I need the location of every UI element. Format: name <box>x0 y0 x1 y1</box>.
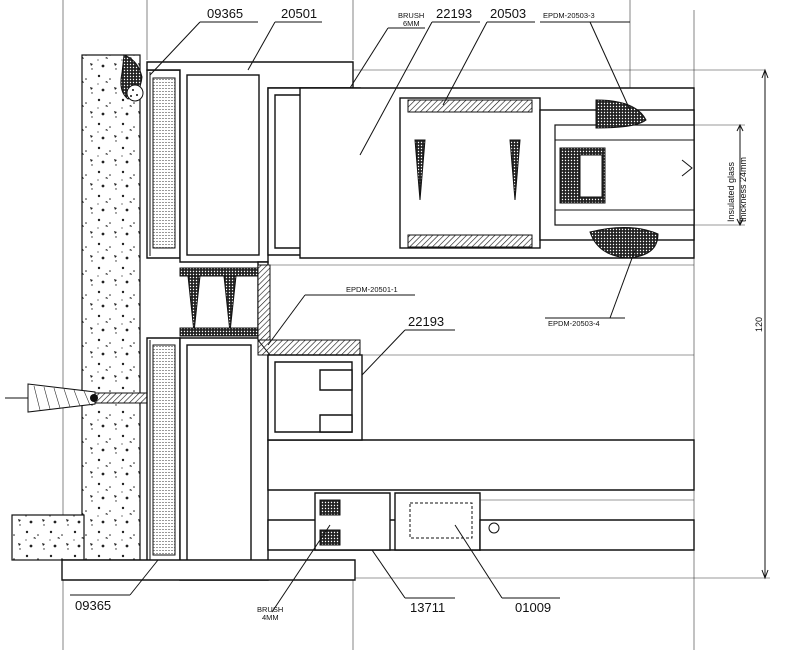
label-01009: 01009 <box>515 600 551 615</box>
label-brush-bottom-line1: BRUSH <box>257 605 283 614</box>
label-glass-line1: Insulated glass <box>726 161 736 222</box>
label-glass-line2: thickness 24mm <box>738 157 748 222</box>
label-09365-top: 09365 <box>207 6 243 21</box>
label-epdm-20503-4: EPDM-20503-4 <box>548 319 600 328</box>
label-22193-mid: 22193 <box>408 314 444 329</box>
glass-thickness-dimension <box>694 123 745 227</box>
label-brush-top-line2: 6MM <box>403 19 420 28</box>
insulated-glass-unit <box>554 124 695 226</box>
concrete-wall <box>11 54 141 561</box>
epdm-gasket-20503-4 <box>589 226 659 259</box>
label-epdm-20501-1: EPDM-20501-1 <box>346 285 398 294</box>
subframe-09365-upper <box>146 69 181 259</box>
label-22193-top: 22193 <box>436 6 472 21</box>
profile-01009 <box>394 492 695 551</box>
epdm-gasket-20503-3 <box>595 99 647 129</box>
label-20501: 20501 <box>281 6 317 21</box>
label-epdm-20503-3: EPDM-20503-3 <box>543 11 595 20</box>
label-09365-bottom: 09365 <box>75 598 111 613</box>
height-dimension <box>761 68 769 580</box>
subframe-09365-lower <box>146 337 181 566</box>
sealant-bead <box>120 54 144 102</box>
label-brush-top-line1: BRUSH <box>398 11 424 20</box>
label-13711: 13711 <box>410 600 445 615</box>
sash-profile-22193-lower <box>267 354 363 441</box>
label-brush-bottom-line2: 4MM <box>262 613 279 622</box>
label-20503: 20503 <box>490 6 526 21</box>
leader-lines <box>70 21 636 613</box>
label-dimension-120: 120 <box>754 317 764 332</box>
frame-profile-20501 <box>61 61 695 581</box>
